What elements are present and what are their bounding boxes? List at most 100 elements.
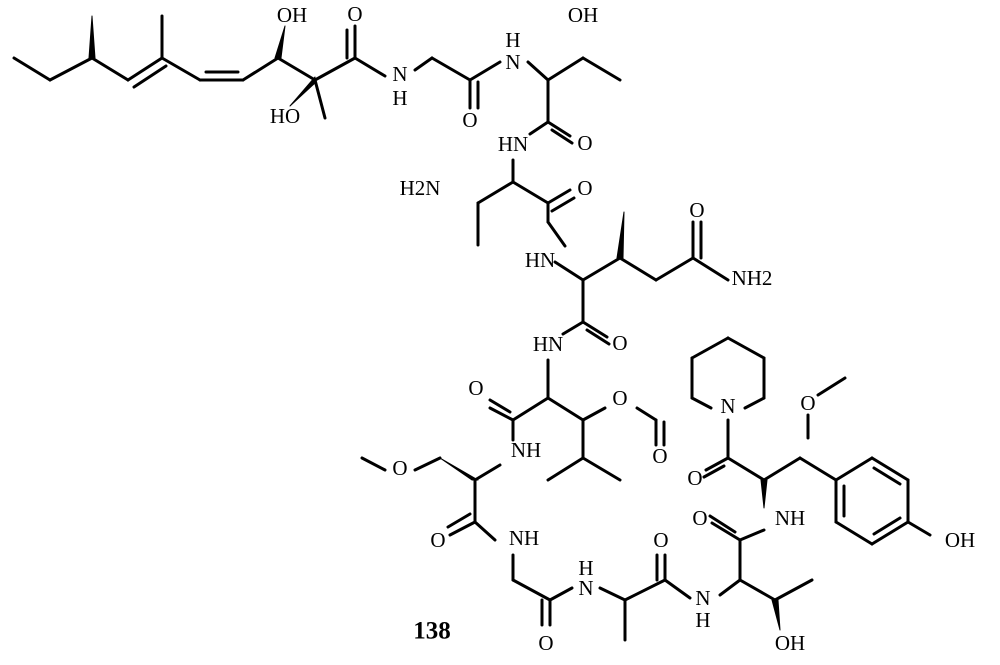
bond: [870, 456, 910, 482]
amine-label: H2N: [400, 176, 441, 200]
amide-hydrogen-label: H: [578, 556, 593, 580]
methoxy-oxygen-label: O: [800, 391, 815, 415]
bond: [546, 56, 585, 82]
bond: [718, 578, 742, 597]
carbonyl-oxygen-label: O: [612, 331, 627, 355]
amide-nh-label: NH: [511, 438, 541, 462]
hydroxyl-label: HO: [270, 104, 300, 128]
bond: [663, 578, 692, 600]
bond: [528, 120, 550, 136]
wedge-bond: [289, 76, 316, 107]
bond: [313, 56, 357, 82]
wedge-bond: [616, 211, 625, 259]
bond: [473, 463, 502, 482]
bond: [12, 56, 52, 82]
bond: [276, 56, 317, 82]
amide-nh2-label: NH2: [732, 266, 773, 290]
carbonyl-oxygen-label: O: [430, 528, 445, 552]
bond: [473, 520, 497, 542]
bond: [726, 456, 766, 482]
bond: [90, 56, 130, 82]
ester-oxygen-label: O: [612, 386, 627, 410]
bond: [870, 520, 910, 546]
double-bond: [872, 466, 902, 486]
bond: [738, 528, 766, 542]
bond: [690, 336, 730, 360]
bond: [561, 320, 585, 336]
amide-hydrogen-label: H: [695, 608, 710, 632]
bond: [546, 396, 585, 422]
amide-nitrogen-label: N: [505, 50, 520, 74]
carbonyl-oxygen-label: O: [692, 506, 707, 530]
bond: [704, 456, 730, 472]
bond: [581, 406, 607, 422]
double-bond: [550, 196, 576, 213]
ring-nitrogen-label: N: [720, 394, 735, 418]
bond: [546, 188, 572, 205]
bond: [448, 520, 477, 537]
bond: [160, 56, 202, 82]
bond: [553, 260, 585, 282]
bond: [798, 456, 838, 482]
bond: [548, 586, 574, 602]
bond: [623, 578, 667, 602]
amide-nh-label: HN: [498, 132, 528, 156]
double-bond: [702, 464, 726, 479]
amide-hydrogen-label: H: [392, 86, 407, 110]
double-bond: [708, 514, 737, 534]
carbonyl-oxygen-label: O: [347, 2, 362, 26]
wedge-bond: [771, 599, 781, 631]
bond: [430, 56, 472, 82]
double-bond: [126, 56, 164, 82]
amide-nh-label: NH: [775, 506, 805, 530]
compound-number: 138: [413, 618, 451, 645]
carbonyl-oxygen-label: O: [652, 444, 667, 468]
double-bond: [585, 328, 611, 346]
bond: [906, 520, 932, 537]
bond: [546, 220, 567, 248]
wedge-bond: [760, 479, 768, 509]
carbonyl-oxygen-label: O: [687, 466, 702, 490]
bond: [654, 256, 695, 282]
hydroxyl-label: OH: [277, 3, 307, 27]
amide-nh-label: NH: [509, 526, 539, 550]
amide-hydrogen-label: H: [505, 28, 520, 52]
bond: [762, 456, 802, 482]
bond: [710, 521, 742, 542]
double-bond: [488, 398, 512, 414]
bond: [635, 406, 658, 422]
bond: [816, 376, 847, 397]
bond: [738, 578, 777, 602]
bond: [468, 60, 502, 82]
double-bond: [872, 516, 902, 536]
bond: [313, 78, 327, 120]
bond: [48, 56, 94, 82]
carbonyl-oxygen-label: O: [462, 108, 477, 132]
bond: [413, 456, 442, 472]
carbonyl-oxygen-label: O: [653, 528, 668, 552]
wedge-bond: [439, 457, 479, 481]
bond: [546, 456, 585, 482]
bond: [241, 56, 280, 82]
bond: [511, 578, 552, 602]
bond: [581, 456, 622, 482]
carbonyl-oxygen-label: O: [577, 176, 592, 200]
bond: [511, 180, 550, 205]
amide-nitrogen-label: N: [695, 586, 710, 610]
amide-nh-label: HN: [525, 248, 555, 272]
wedge-bond: [88, 15, 96, 59]
bond: [511, 396, 550, 422]
carbonyl-oxygen-label: O: [468, 376, 483, 400]
bond: [773, 578, 814, 602]
amide-nh-label: HN: [533, 332, 563, 356]
hydroxyl-label: OH: [568, 3, 598, 27]
bond: [618, 256, 658, 282]
atom-labels: OH HO O N H O H N OH O HN H2N O HN O NH2…: [270, 2, 975, 655]
bonds: [12, 14, 932, 642]
bond: [690, 396, 713, 410]
double-bond: [550, 128, 574, 145]
bond: [581, 56, 622, 82]
methoxy-oxygen-label: O: [392, 456, 407, 480]
bond: [726, 336, 766, 360]
